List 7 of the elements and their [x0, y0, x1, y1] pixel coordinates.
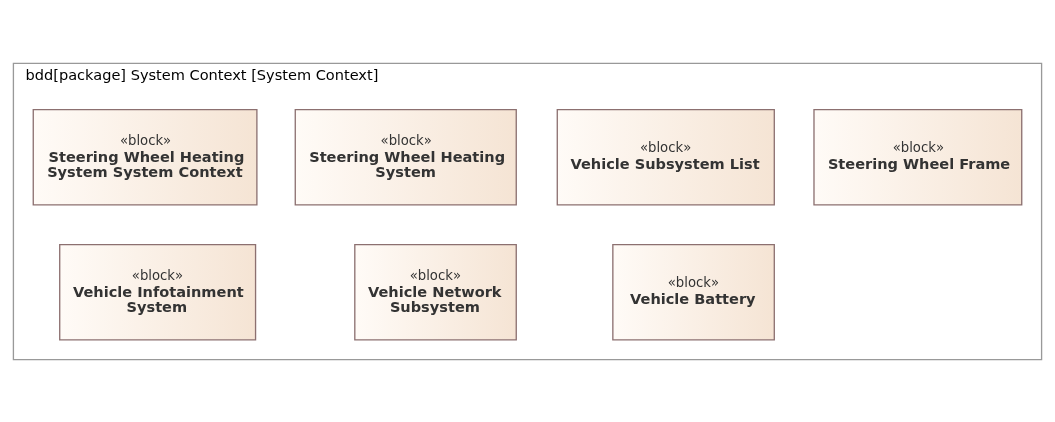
node-box: «block» Vehicle Subsystem List [556, 108, 775, 206]
node-box: «block» Vehicle Infotainment System [59, 243, 257, 341]
node-box: «block» Vehicle Network Subsystem [354, 243, 517, 341]
node-box: «block» Steering Wheel Frame [813, 108, 1023, 206]
node-box: «block» Steering Wheel Heating System System Context [32, 108, 258, 206]
node-box: «block» Vehicle Battery [612, 243, 775, 341]
node-box: «block» Steering Wheel Heating System [294, 108, 517, 206]
